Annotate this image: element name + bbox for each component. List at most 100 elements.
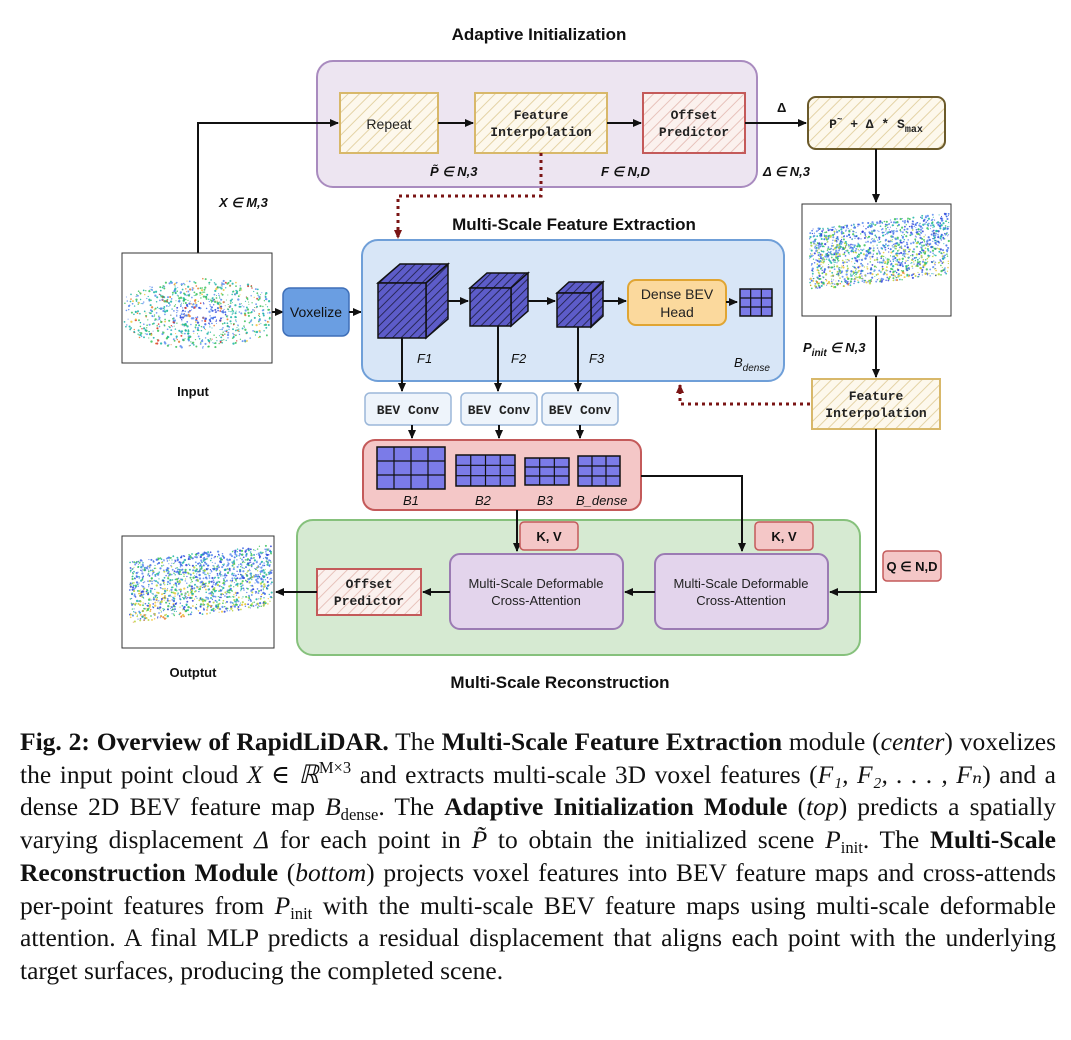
displacement-formula-box: P~ + Δ * Smax: [807, 96, 946, 150]
bev-conv-label-1: BEV Conv: [377, 403, 440, 418]
offset-predictor-bottom-line2: Predictor: [334, 594, 404, 609]
bev-conv-label-2: BEV Conv: [468, 403, 531, 418]
caption-bold-extraction: Multi-Scale Feature Extraction: [441, 727, 782, 756]
caption-t12: (: [278, 857, 296, 887]
caption-t5: ) and a dense 2D BEV feature map: [20, 759, 1056, 822]
offset-predictor-box-top: Offset Predictor: [642, 92, 746, 154]
kv-label-right: K, V: [771, 529, 797, 544]
kv-badge-left: K, V: [519, 521, 579, 551]
formula-p: P: [829, 117, 837, 132]
offset-predictor-label-line1: Offset: [671, 108, 718, 123]
svg-text:P~ + Δ * Smax: P~ + Δ * Smax: [829, 115, 923, 136]
initialized-point-cloud-image: [801, 203, 952, 317]
label-p-init-rest: ∈ N,3: [827, 340, 867, 355]
caption-math-p-init: P: [825, 825, 841, 855]
input-point-cloud-image: [121, 252, 273, 364]
label-f-nd: F ∈ N,D: [601, 164, 650, 179]
feature-interpolation-label-line2: Interpolation: [490, 125, 592, 140]
caption-t11: . The: [862, 825, 930, 855]
output-point-cloud-image: [121, 535, 275, 649]
kv-label-left: K, V: [536, 529, 562, 544]
formula-body: + Δ * S: [842, 117, 905, 132]
voxelize-label: Voxelize: [290, 304, 342, 320]
output-label: Outptut: [170, 665, 218, 680]
msda-left-line1: Multi-Scale Deformable: [468, 576, 603, 591]
caption-math-delta: Δ: [254, 825, 269, 855]
caption-t9: for each point in: [268, 825, 472, 855]
feature-interpolation-label-line1: Feature: [514, 108, 569, 123]
title-reconstruction: Multi-Scale Reconstruction: [450, 673, 669, 692]
offset-predictor-box-bottom: Offset Predictor: [316, 568, 422, 616]
msda-right-line1: Multi-Scale Deformable: [673, 576, 808, 591]
dense-bev-head-box: Dense BEV Head: [627, 279, 727, 326]
caption-t8: ) predicts a spatially varying displacem…: [20, 792, 1056, 855]
caption-italic-top: top: [806, 792, 839, 822]
bev-conv-label-3: BEV Conv: [549, 403, 612, 418]
caption-math-p-init-2-sub: init: [290, 903, 313, 923]
caption-math-x: X ∈ ℝ: [246, 759, 319, 789]
arrow-b-panel-to-kv-right: [641, 475, 746, 552]
dense-bev-grid-icon: [739, 288, 773, 317]
label-b-dense-flat: B_dense: [576, 493, 627, 508]
caption-math-x-sup: M×3: [318, 757, 352, 777]
title-feature-extraction: Multi-Scale Feature Extraction: [452, 215, 696, 234]
caption-italic-bottom: bottom: [295, 857, 367, 887]
label-delta: Δ: [777, 100, 786, 115]
input-label: Input: [177, 384, 209, 399]
bev-grid-b3: [524, 457, 570, 486]
msda-left-line2: Cross-Attention: [491, 593, 581, 608]
dashed-arrow-interp-to-extraction: [394, 153, 543, 239]
msda-box-right: Multi-Scale Deformable Cross-Attention: [654, 553, 829, 630]
svg-text:Bdense: Bdense: [734, 355, 770, 374]
label-b3: B3: [537, 493, 554, 508]
caption-math-b: B: [325, 792, 341, 822]
title-adaptive-initialization: Adaptive Initialization: [452, 25, 627, 44]
dense-bev-head-label-line2: Head: [660, 304, 693, 320]
msda-box-left: Multi-Scale Deformable Cross-Attention: [449, 553, 624, 630]
caption-bold-reconstruction: Multi-Scale Reconstruction Module: [20, 825, 1056, 887]
caption-math-b-sub: dense: [340, 805, 379, 825]
label-p-init-sub: init: [812, 348, 828, 359]
arrow-interp-to-msda-right: [829, 429, 877, 596]
kv-badge-right: K, V: [754, 521, 814, 551]
bev-grid-b1: [376, 446, 446, 490]
repeat-label: Repeat: [366, 116, 411, 132]
caption-t2: module (: [782, 727, 881, 756]
voxel-cube-medium: [468, 271, 530, 328]
caption-t4: and extracts multi-scale 3D voxel featur…: [351, 759, 818, 789]
caption-t1: The: [388, 727, 442, 756]
feature-interpolation-right-line2: Interpolation: [825, 406, 927, 421]
figure-caption: Fig. 2: Overview of RapidLiDAR. The Mult…: [20, 726, 1056, 988]
label-x-m3: X ∈ M,3: [218, 195, 269, 210]
caption-t3: ) voxelizes the input point cloud: [20, 727, 1057, 789]
caption-t6: . The: [378, 792, 445, 822]
feature-interpolation-box-right: Feature Interpolation: [811, 378, 941, 430]
label-delta-n3: Δ ∈ N,3: [762, 164, 811, 179]
q-badge: Q ∈ N,D: [882, 550, 942, 582]
label-f2: F2: [511, 351, 527, 366]
label-f1: F1: [417, 351, 432, 366]
svg-text:Pinit ∈ N,3: Pinit ∈ N,3: [803, 340, 866, 359]
label-b2: B2: [475, 493, 492, 508]
arrow-input-to-repeat: [197, 119, 339, 253]
dashed-arrow-interp-to-extraction-right: [676, 384, 810, 406]
caption-math-f: F₁, F₂, . . . , Fₙ: [817, 759, 983, 789]
caption-t7: (: [787, 792, 807, 822]
feature-interpolation-right-line1: Feature: [849, 389, 904, 404]
offset-predictor-label-line2: Predictor: [659, 125, 729, 140]
caption-t14: with the multi-scale BEV feature maps us…: [20, 890, 1056, 985]
caption-math-p-init-2: P: [274, 890, 291, 920]
caption-math-p-init-sub: init: [840, 838, 863, 858]
offset-predictor-bottom-line1: Offset: [346, 577, 393, 592]
caption-fig-label: Fig. 2: Overview of RapidLiDAR.: [20, 727, 389, 756]
caption-t13: ) projects voxel features into BEV featu…: [20, 857, 1056, 920]
repeat-box: Repeat: [339, 92, 439, 154]
caption-math-p-tilde: P̃: [471, 825, 488, 855]
label-b1: B1: [403, 493, 419, 508]
overview-diagram: Adaptive Initialization Multi-Scale Feat…: [121, 25, 952, 692]
dense-bev-head-label-line1: Dense BEV: [641, 286, 714, 302]
bev-conv-box-3: BEV Conv: [541, 392, 619, 426]
label-p-tilde: P̃ ∈ N,3: [430, 164, 478, 179]
msda-right-line2: Cross-Attention: [696, 593, 786, 608]
bev-conv-box-1: BEV Conv: [364, 392, 452, 426]
